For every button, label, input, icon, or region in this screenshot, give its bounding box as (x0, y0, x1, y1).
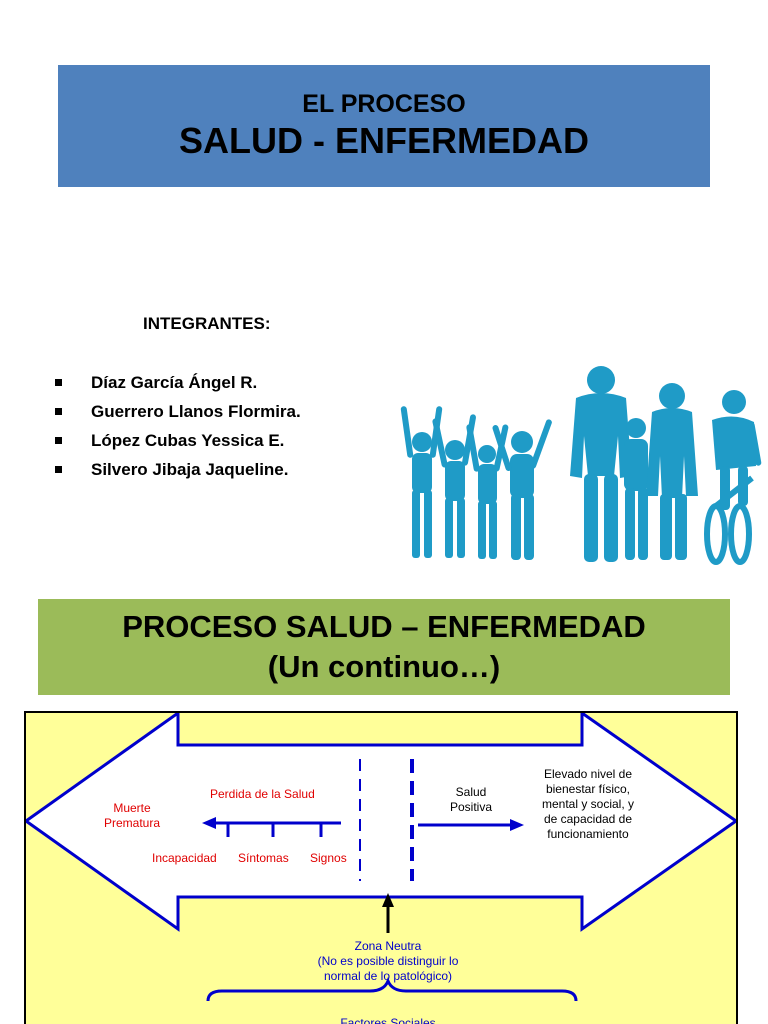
list-item: Silvero Jibaja Jaqueline. (52, 455, 301, 484)
left-arrowhead-icon (202, 817, 216, 829)
members-heading: INTEGRANTES: (143, 314, 271, 333)
members-list: Díaz García Ángel R. Guerrero Llanos Flo… (52, 368, 301, 484)
right-arrowhead-icon (510, 819, 524, 831)
process-subtitle: (Un continuo…) (267, 649, 501, 684)
bicycle-icon (704, 475, 754, 565)
up-arrowhead-icon (382, 893, 394, 907)
double-arrow-outline (26, 713, 736, 932)
title-line-2: SALUD - ENFERMEDAD (179, 120, 589, 161)
child-silhouette-icon (624, 418, 648, 560)
positiva-label: Positiva (450, 800, 493, 814)
process-banner: PROCESO SALUD – ENFERMEDAD (Un continuo…… (38, 599, 730, 695)
elevado-line-1: Elevado nivel de (543, 767, 633, 781)
elevado-line-2: bienestar físico, (545, 782, 631, 796)
elevado-nivel-label: Elevado nivel de bienestar físico, menta… (528, 767, 648, 842)
list-item: López Cubas Yessica E. (52, 426, 301, 455)
title-banner: EL PROCESO SALUD - ENFERMEDAD (58, 65, 710, 187)
member-name: López Cubas Yessica E. (91, 430, 285, 450)
elevado-line-3: mental y social, y (541, 797, 635, 811)
list-item: Guerrero Llanos Flormira. (52, 397, 301, 426)
square-bullet-icon (55, 379, 62, 386)
zona-neutra-label: Zona Neutra (No es posible distinguir lo… (298, 939, 478, 984)
curly-brace-icon (206, 976, 578, 1002)
adult-silhouette-icon (570, 366, 632, 562)
list-item: Díaz García Ángel R. (52, 368, 301, 397)
salud-label: Salud (455, 785, 487, 799)
zona-neutra-line-3: normal de lo patológico) (323, 969, 453, 983)
continuum-diagram: Muerte Prematura Perdida de la Salud Inc… (24, 711, 738, 1024)
title-line-1: EL PROCESO (302, 90, 466, 118)
member-name: Díaz García Ángel R. (91, 372, 258, 392)
adult-silhouette-icon (646, 383, 698, 560)
square-bullet-icon (55, 408, 62, 415)
zona-neutra-line-1: Zona Neutra (354, 939, 422, 953)
member-name: Guerrero Llanos Flormira. (91, 401, 301, 421)
square-bullet-icon (55, 466, 62, 473)
people-silhouette-image (400, 366, 762, 565)
member-name: Silvero Jibaja Jaqueline. (91, 459, 289, 479)
muerte-label: Muerte (113, 801, 151, 815)
salud-positiva-label: Salud Positiva (450, 785, 492, 815)
zona-neutra-line-2: (No es posible distinguir lo (317, 954, 459, 968)
muerte-prematura-label: Muerte Prematura (104, 801, 160, 831)
incapacidad-label: Incapacidad (152, 851, 217, 865)
elevado-line-5: funcionamiento (547, 827, 629, 841)
sintomas-label: Síntomas (238, 851, 289, 865)
signos-label: Signos (310, 851, 347, 865)
factores-sociales-label: Factores Sociales (340, 1016, 436, 1024)
perdida-salud-label: Perdida de la Salud (210, 787, 315, 801)
double-arrow-graphic (26, 713, 736, 1002)
elevado-line-4: de capacidad de (543, 812, 633, 826)
process-title: PROCESO SALUD – ENFERMEDAD (122, 609, 646, 644)
child-silhouette-icon (492, 419, 552, 560)
prematura-label: Prematura (104, 816, 161, 830)
square-bullet-icon (55, 437, 62, 444)
